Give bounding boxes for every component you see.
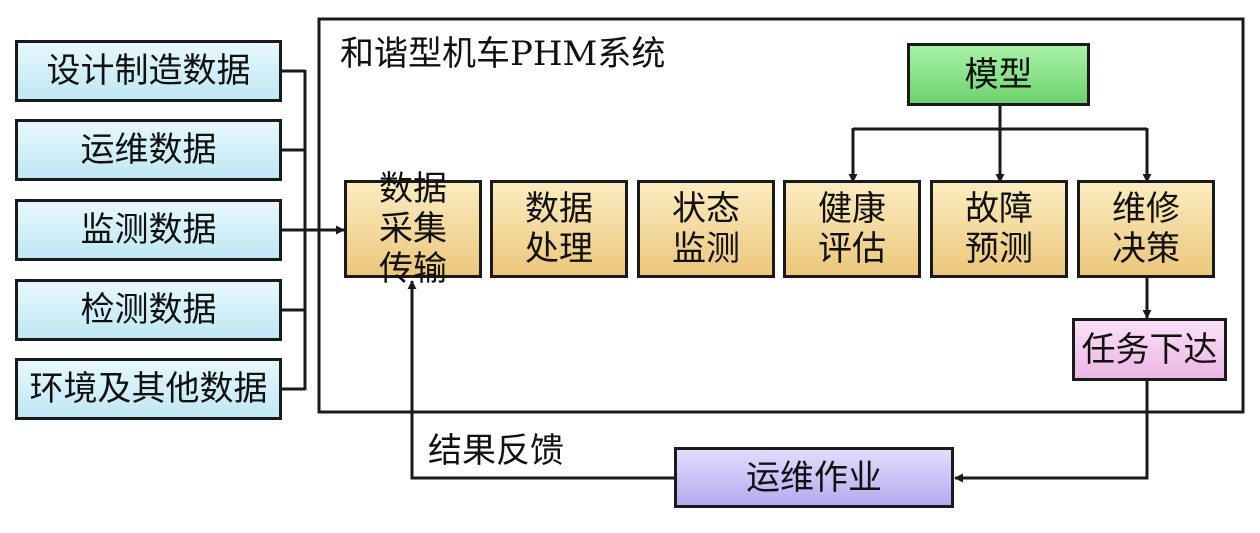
stage-state-monitoring: 状态监测 <box>637 180 775 278</box>
stage-data-processing: 数据处理 <box>490 180 628 278</box>
stage-label: 数据采集传输 <box>379 169 447 289</box>
model-box: 模型 <box>907 43 1090 106</box>
system-frame <box>317 17 1245 414</box>
source-environment-other: 环境及其他数据 <box>15 358 282 420</box>
stage-health-assessment: 健康评估 <box>783 180 921 278</box>
source-monitoring: 监测数据 <box>15 199 282 261</box>
task-dispatch-box: 任务下达 <box>1072 318 1227 381</box>
operations-box: 运维作业 <box>674 447 954 508</box>
source-inspection: 检测数据 <box>15 279 282 341</box>
stage-label: 故障预测 <box>965 189 1033 269</box>
stage-label: 状态监测 <box>672 189 740 269</box>
source-operations: 运维数据 <box>15 119 282 181</box>
stage-fault-prediction: 故障预测 <box>930 180 1068 278</box>
source-design-manufacturing: 设计制造数据 <box>15 40 282 102</box>
stage-label: 健康评估 <box>818 189 886 269</box>
stage-label: 维修决策 <box>1112 189 1180 269</box>
stage-label: 数据处理 <box>525 189 593 269</box>
feedback-label: 结果反馈 <box>428 431 564 471</box>
system-title: 和谐型机车PHM系统 <box>340 34 666 74</box>
stage-maintenance-decision: 维修决策 <box>1077 180 1215 278</box>
stage-data-collection: 数据采集传输 <box>344 169 482 289</box>
